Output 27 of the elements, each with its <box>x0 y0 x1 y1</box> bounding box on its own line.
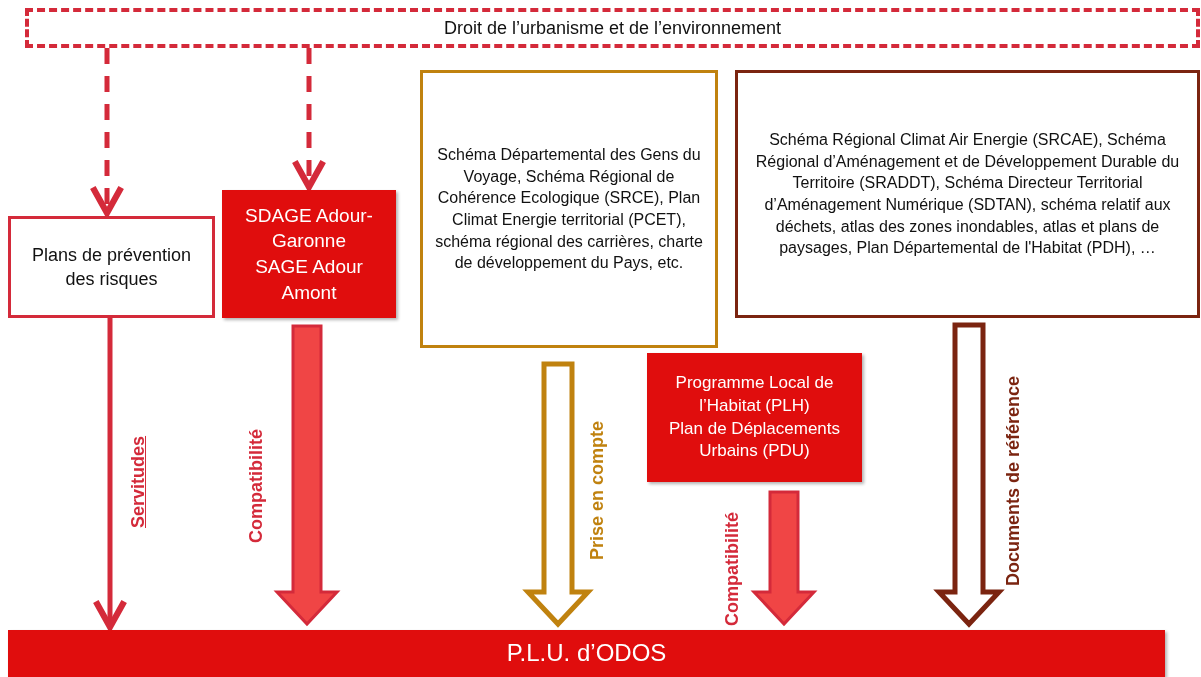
dashed-box <box>25 8 1200 48</box>
box-text: Plan de Déplacements Urbains (PDU) <box>667 417 841 463</box>
edge-label: Servitudes <box>128 433 149 530</box>
plan-box <box>222 190 396 318</box>
edge-label: Compatibilité <box>246 427 267 545</box>
plan-box <box>647 353 862 482</box>
box-text: Schéma Régional Climat Air Energie (SRCAE), Schéma Régional d’Aménagement et de Développement Durable du Territoire (SRADDT), Schéma Directeur Territorial d’Aménagement Numérique (SDTAN), schéma relatif aux déchets, atlas des zones inondables, atlas et plans de paysages, Plan Départemental de l'Habitat (PDH), … <box>754 130 1181 259</box>
edge-label: Prise en compte <box>587 418 608 562</box>
edge-label: Compatibilité <box>722 510 743 628</box>
block-arrow <box>933 322 1005 628</box>
box-text: Programme Local de l’Habitat (PLH) <box>674 371 835 417</box>
box-text: SAGE Adour Amont <box>254 255 364 305</box>
plan-box <box>735 70 1200 318</box>
block-arrow <box>522 361 594 628</box>
arrow <box>89 48 125 217</box>
plan-box <box>8 216 215 318</box>
box-text: Schéma Départemental des Gens du Voyage, Schéma Régional de Cohérence Ecologique (SRCE), Plan Climat Energie territorial (PCET), schéma régional des carrières, charte de développement du Pays, etc. <box>434 145 704 274</box>
arrow <box>291 48 327 191</box>
box-text: Plans de prévention des risques <box>30 243 193 291</box>
plan-box <box>8 630 1165 677</box>
box-text: SDAGE Adour-Garonne <box>244 203 374 254</box>
block-arrow <box>750 490 818 627</box>
box-text: Droit de l’urbanisme et de l’environnement <box>443 16 782 40</box>
block-arrow <box>273 324 341 627</box>
plan-box <box>420 70 718 348</box>
arrow <box>92 318 128 631</box>
plan-title: P.L.U. d’ODOS <box>506 638 667 669</box>
